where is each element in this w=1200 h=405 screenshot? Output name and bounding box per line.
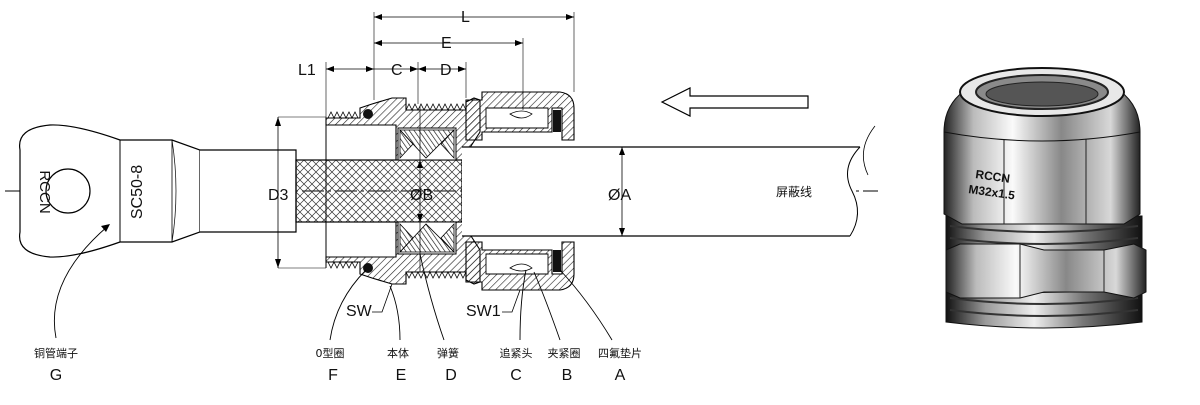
part-b-name: 夹紧圈: [548, 347, 581, 360]
cap-nut-section: [465, 91, 575, 291]
dim-l-label: L: [461, 9, 470, 26]
part-f-name: 0型圈: [316, 346, 345, 360]
part-a-letter: A: [615, 367, 626, 384]
product-photo: RCCN M32x1.5: [943, 67, 1147, 329]
part-f-letter: F: [328, 367, 338, 384]
dim-e-label: E: [441, 35, 452, 52]
dim-c-label: C: [391, 62, 403, 79]
lug-model-text: SC50-8: [129, 165, 146, 219]
part-b-letter: B: [562, 367, 573, 384]
part-d-name: 弹簧: [437, 346, 459, 360]
part-a-name: 四氟垫片: [598, 346, 642, 360]
wrench-size-labels: SW SW1: [346, 283, 521, 320]
part-c-name: 追紧头: [500, 346, 533, 360]
top-dimensions: L E L1 C D: [298, 9, 575, 118]
part-e-letter: E: [396, 367, 407, 384]
part-g-letter: G: [50, 367, 62, 384]
o-ring-upper: [363, 109, 373, 119]
part-c-letter: C: [510, 367, 522, 384]
shielded-cable: ØA 屏蔽线: [462, 125, 876, 237]
d3-dimension: D3: [268, 116, 326, 269]
copper-lug: RCCN SC50-8: [18, 124, 297, 258]
photo-thread-text: M32x1.5: [968, 182, 1017, 202]
oa-label: ØA: [608, 187, 631, 204]
photo-brand-text: RCCN: [975, 167, 1011, 186]
d3-label: D3: [268, 187, 289, 204]
part-e-name: 本体: [387, 346, 409, 360]
cable-label: 屏蔽线: [776, 185, 812, 199]
part-g-name: 铜管端子: [34, 346, 78, 360]
leader-lines: [53, 224, 613, 341]
part-labels: 铜管端子 G 0型圈 F 本体 E 弹簧 D 追紧头 C 夹紧圈 B 四氟垫片 …: [34, 346, 642, 384]
insertion-arrow: [660, 87, 809, 117]
lug-brand-text: RCCN: [36, 170, 53, 213]
dim-l1-label: L1: [298, 62, 316, 79]
sw-label: SW: [346, 303, 373, 320]
spring-section: [397, 127, 457, 255]
sw1-label: SW1: [466, 303, 501, 320]
dim-d-label: D: [440, 62, 452, 79]
insert-core: [295, 118, 463, 268]
ob-label: ØB: [410, 187, 433, 204]
part-d-letter: D: [445, 367, 457, 384]
